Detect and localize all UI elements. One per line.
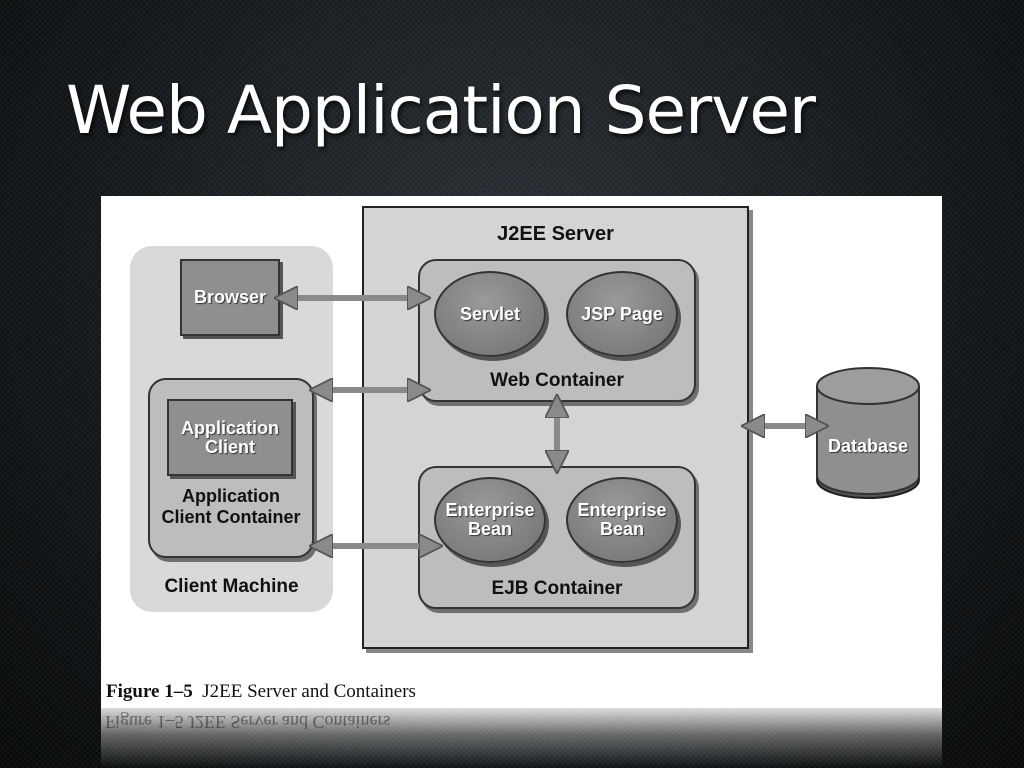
client-machine-label: Client Machine	[164, 576, 299, 597]
figure-reflection: Figure 1–5 J2EE Server and Containers	[101, 708, 942, 768]
slide-title: Web Application Server	[66, 72, 816, 149]
enterprise-bean-2-label: Enterprise Bean	[577, 500, 667, 539]
servlet-oval: Servlet	[434, 271, 546, 357]
figure-caption-text: J2EE Server and Containers	[202, 681, 416, 702]
enterprise-bean-2-oval: Enterprise Bean	[566, 477, 678, 563]
figure-number: Figure 1–5	[106, 681, 193, 702]
browser-box: Browser	[180, 259, 280, 336]
app-client-container-label: Application Client Container	[161, 486, 301, 527]
database-label: Database	[827, 436, 909, 456]
application-client-box: Application Client	[167, 399, 293, 476]
figure-caption: Figure 1–5 J2EE Server and Containers	[106, 681, 416, 703]
web-container-label: Web Container	[490, 370, 624, 391]
browser-label: Browser	[193, 287, 267, 307]
ejb-container-label: EJB Container	[491, 578, 623, 599]
database-cylinder	[816, 367, 920, 499]
application-client-label: Application Client	[181, 417, 279, 457]
reflected-caption: Figure 1–5 J2EE Server and Containers	[105, 712, 391, 732]
enterprise-bean-1-label: Enterprise Bean	[445, 500, 535, 539]
jsp-page-label: JSP Page	[581, 303, 663, 324]
figure-panel: Client Machine Browser Application Clien…	[101, 196, 942, 708]
enterprise-bean-1-oval: Enterprise Bean	[434, 477, 546, 563]
j2ee-server-label: J2EE Server	[497, 223, 614, 245]
jsp-page-oval: JSP Page	[566, 271, 678, 357]
arrows-layer	[101, 196, 942, 666]
servlet-label: Servlet	[459, 303, 521, 324]
